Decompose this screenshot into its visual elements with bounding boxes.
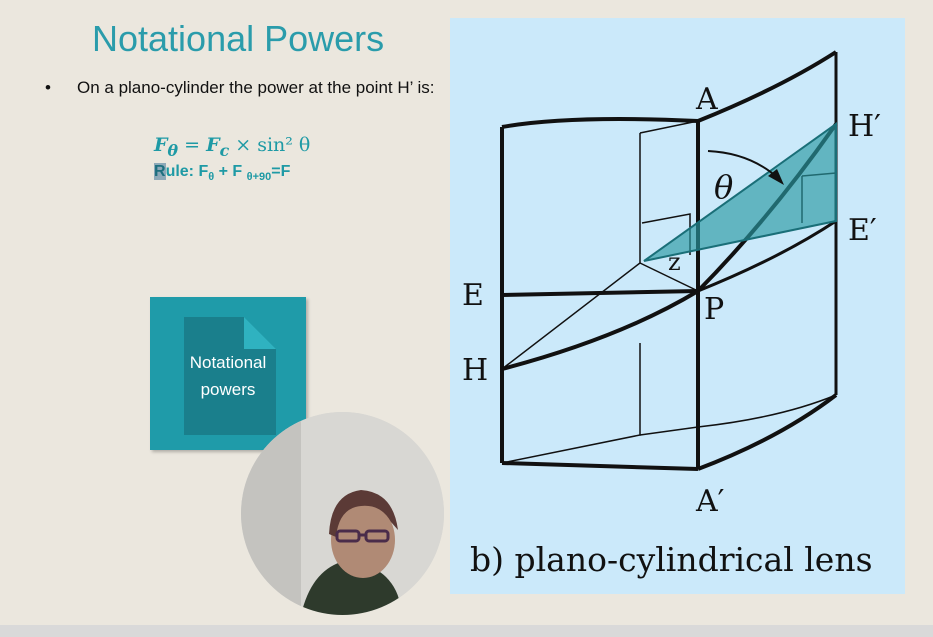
slide-title: Notational Powers	[92, 18, 385, 59]
label-h-prime: H′	[848, 109, 881, 144]
label-e: E	[462, 278, 484, 313]
presenter-video-frame	[241, 412, 444, 615]
formula-rhs: F	[206, 134, 220, 156]
label-a: A	[695, 82, 718, 117]
formula-rhs-sub: c	[219, 140, 230, 160]
notational-powers-tile[interactable]: Notational powers	[150, 297, 306, 450]
label-e-prime: E′	[848, 213, 877, 248]
theta-arrowhead	[768, 169, 784, 185]
formula-rest: × sin² θ	[229, 134, 311, 156]
bullet-item: On a plano-cylinder the power at the poi…	[45, 76, 435, 99]
rule-end: =F	[271, 163, 291, 180]
lens-diagram: A H′ E′ E H P z θ A′ b) plano-cylindrica…	[462, 50, 881, 579]
power-formula: Fθ = Fc × sin² θ	[154, 134, 310, 160]
formula-lhs-sub: θ	[167, 140, 179, 160]
diagram-caption: b) plano-cylindrical lens	[470, 540, 873, 579]
formula-lhs: F	[154, 134, 168, 156]
formula-eq: =	[178, 134, 207, 156]
rule-line: Rule: Fθ + F θ+90=F	[154, 163, 290, 183]
document-icon	[184, 317, 276, 435]
rule-text: ule: F	[165, 163, 209, 180]
webcam-video[interactable]	[241, 412, 444, 615]
rule-sub1: θ	[208, 171, 215, 184]
tile-label-line2: powers	[200, 380, 256, 399]
label-a-prime: A′	[695, 484, 725, 519]
tile-label-line1: Notational	[189, 353, 267, 372]
label-p: P	[704, 292, 724, 327]
lens-diagram-panel: A H′ E′ E H P z θ A′ b) plano-cylindrica…	[450, 18, 905, 594]
bottom-strip	[0, 625, 933, 637]
lens-outline	[500, 50, 838, 471]
label-z: z	[668, 248, 681, 276]
power-wedge	[643, 122, 837, 262]
rule-sub2: θ+90	[246, 171, 272, 184]
bullet-list: On a plano-cylinder the power at the poi…	[45, 76, 435, 99]
label-h: H	[462, 353, 488, 388]
rule-first-letter: R	[154, 163, 166, 180]
rule-plus: + F	[214, 163, 247, 180]
label-theta: θ	[714, 168, 733, 206]
